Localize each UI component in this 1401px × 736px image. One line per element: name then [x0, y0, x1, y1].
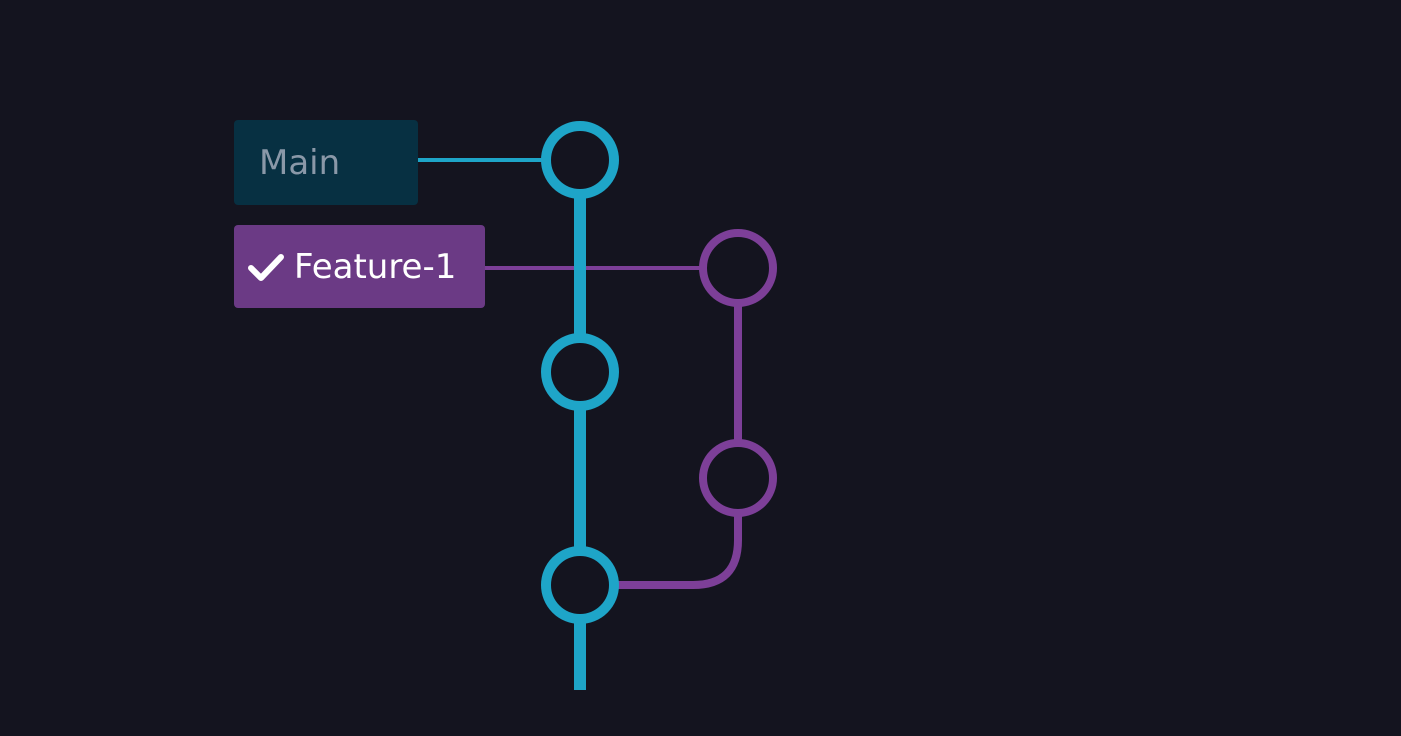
feature-branch-label-text: Feature-1 [294, 246, 457, 287]
main-commit[interactable] [541, 333, 619, 411]
feature-commit-head[interactable] [699, 229, 777, 307]
feature-branch-label[interactable]: Feature-1 [234, 225, 485, 308]
main-commit-base[interactable] [541, 546, 619, 624]
feature-commit[interactable] [699, 439, 777, 517]
main-branch-label[interactable]: Main [234, 120, 418, 205]
main-branch-label-text: Main [259, 142, 341, 183]
check-icon [248, 253, 284, 281]
feature-branch-line [580, 268, 742, 589]
main-commit-head[interactable] [541, 121, 619, 199]
